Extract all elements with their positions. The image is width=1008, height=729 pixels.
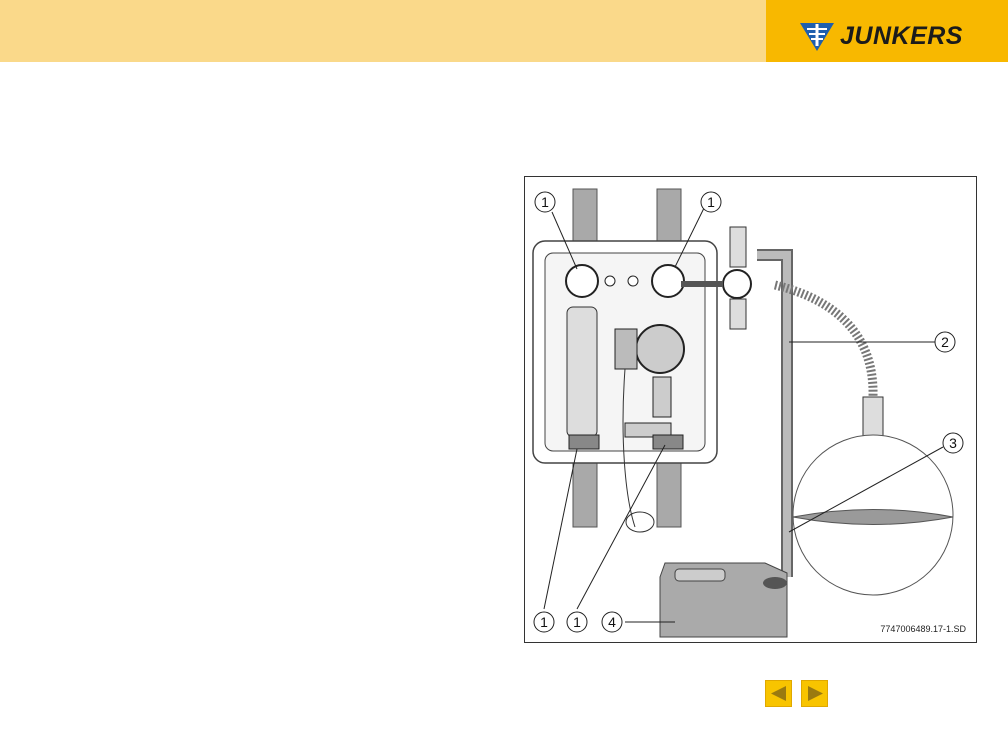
triangle-left-icon bbox=[771, 686, 786, 701]
callout-label: 1 bbox=[573, 614, 581, 630]
callout-label: 1 bbox=[540, 614, 548, 630]
junkers-emblem-icon bbox=[800, 23, 834, 51]
callout-2 bbox=[934, 331, 956, 353]
junkers-logo: JUNKERS bbox=[800, 20, 963, 52]
next-button[interactable] bbox=[801, 680, 828, 707]
brand-name: JUNKERS bbox=[840, 21, 963, 50]
pump-station-drawing: 1 1 2 3 1 1 4 bbox=[532, 188, 964, 638]
callout-1 bbox=[534, 191, 556, 213]
callout-1 bbox=[566, 611, 588, 633]
callout-label: 2 bbox=[941, 334, 949, 350]
callout-label: 4 bbox=[608, 614, 616, 630]
callout-label: 1 bbox=[707, 194, 715, 210]
callout-label: 3 bbox=[949, 435, 957, 451]
callout-3 bbox=[942, 432, 964, 454]
callout-label: 1 bbox=[541, 194, 549, 210]
triangle-right-icon bbox=[808, 686, 823, 701]
previous-button[interactable] bbox=[765, 680, 792, 707]
figure-code: 7747006489.17-1.SD bbox=[880, 624, 966, 634]
callout-1 bbox=[700, 191, 722, 213]
callout-4 bbox=[601, 611, 623, 633]
installation-diagram: 1 1 2 3 1 1 4 7747006489.17-1.SD bbox=[524, 176, 977, 643]
callout-1 bbox=[533, 611, 555, 633]
header-bar bbox=[0, 0, 766, 62]
